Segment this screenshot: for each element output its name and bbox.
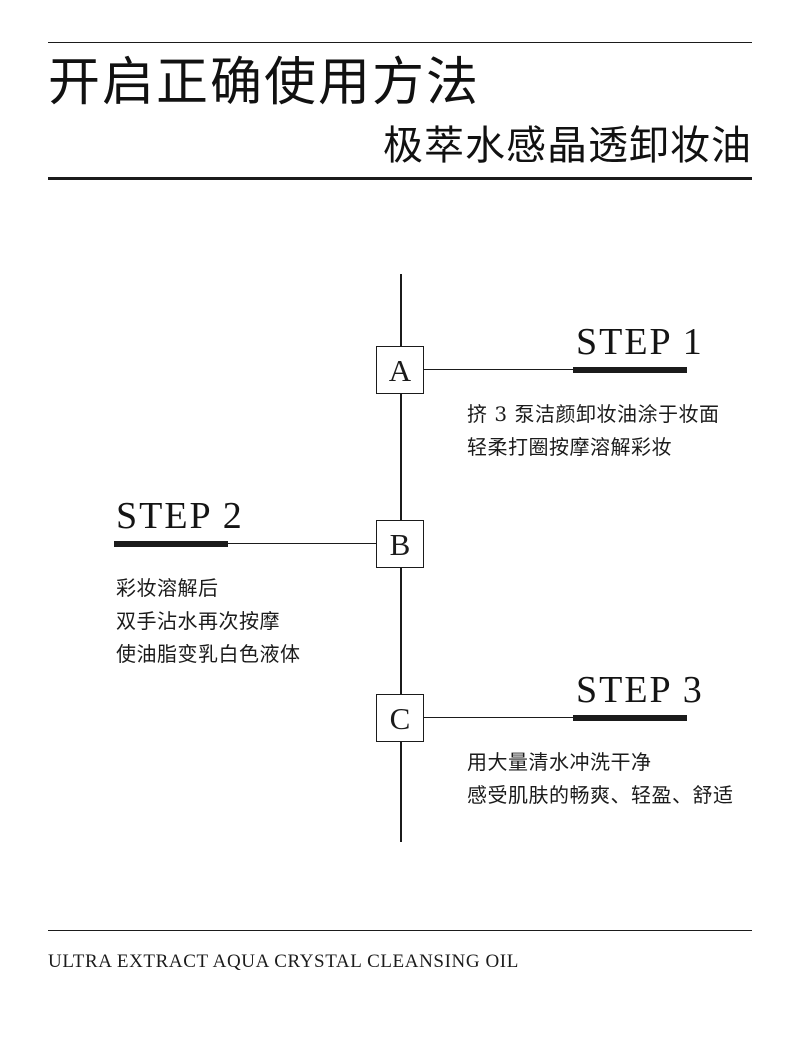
step-1-heading: STEP 1 xyxy=(576,321,704,363)
step-2-connector-line xyxy=(226,543,376,545)
step-3-marker-c: C xyxy=(376,694,424,742)
product-subtitle: 极萃水感晶透卸妆油 xyxy=(383,123,752,169)
step-3-line-2: 感受肌肤的畅爽、轻盈、舒适 xyxy=(467,783,734,807)
header-bottom-rule xyxy=(48,177,752,180)
step-3-connector-line xyxy=(424,717,574,719)
footer-product-name: ULTRA EXTRACT AQUA CRYSTAL CLEANSING OIL xyxy=(48,951,519,972)
step-1-description: 挤 3 泵洁颜卸妆油涂于妆面 轻柔打圈按摩溶解彩妆 xyxy=(467,398,719,464)
header-top-rule xyxy=(48,42,752,43)
step-1-line-2: 轻柔打圈按摩溶解彩妆 xyxy=(467,435,672,459)
step-1-marker-a: A xyxy=(376,346,424,394)
step-2-line-2: 双手沾水再次按摩 xyxy=(116,609,280,633)
step-3-line-1: 用大量清水冲洗干净 xyxy=(467,750,652,774)
footer-rule xyxy=(48,930,752,931)
step-1-connector-line xyxy=(424,369,574,371)
step-1-underline-bar xyxy=(573,367,687,373)
step-3-heading: STEP 3 xyxy=(576,669,704,711)
step-2-heading: STEP 2 xyxy=(116,495,244,537)
page-title: 开启正确使用方法 xyxy=(48,53,481,113)
step-3-description: 用大量清水冲洗干净 感受肌肤的畅爽、轻盈、舒适 xyxy=(467,746,734,812)
step-2-line-3: 使油脂变乳白色液体 xyxy=(116,642,301,666)
step-2-marker-b: B xyxy=(376,520,424,568)
step-3-underline-bar xyxy=(573,715,687,721)
step-2-underline-bar xyxy=(114,541,228,547)
step-2-description: 彩妆溶解后 双手沾水再次按摩 使油脂变乳白色液体 xyxy=(116,572,301,671)
step-1-line-1: 挤 3 泵洁颜卸妆油涂于妆面 xyxy=(467,402,720,426)
step-2-line-1: 彩妆溶解后 xyxy=(116,576,219,600)
